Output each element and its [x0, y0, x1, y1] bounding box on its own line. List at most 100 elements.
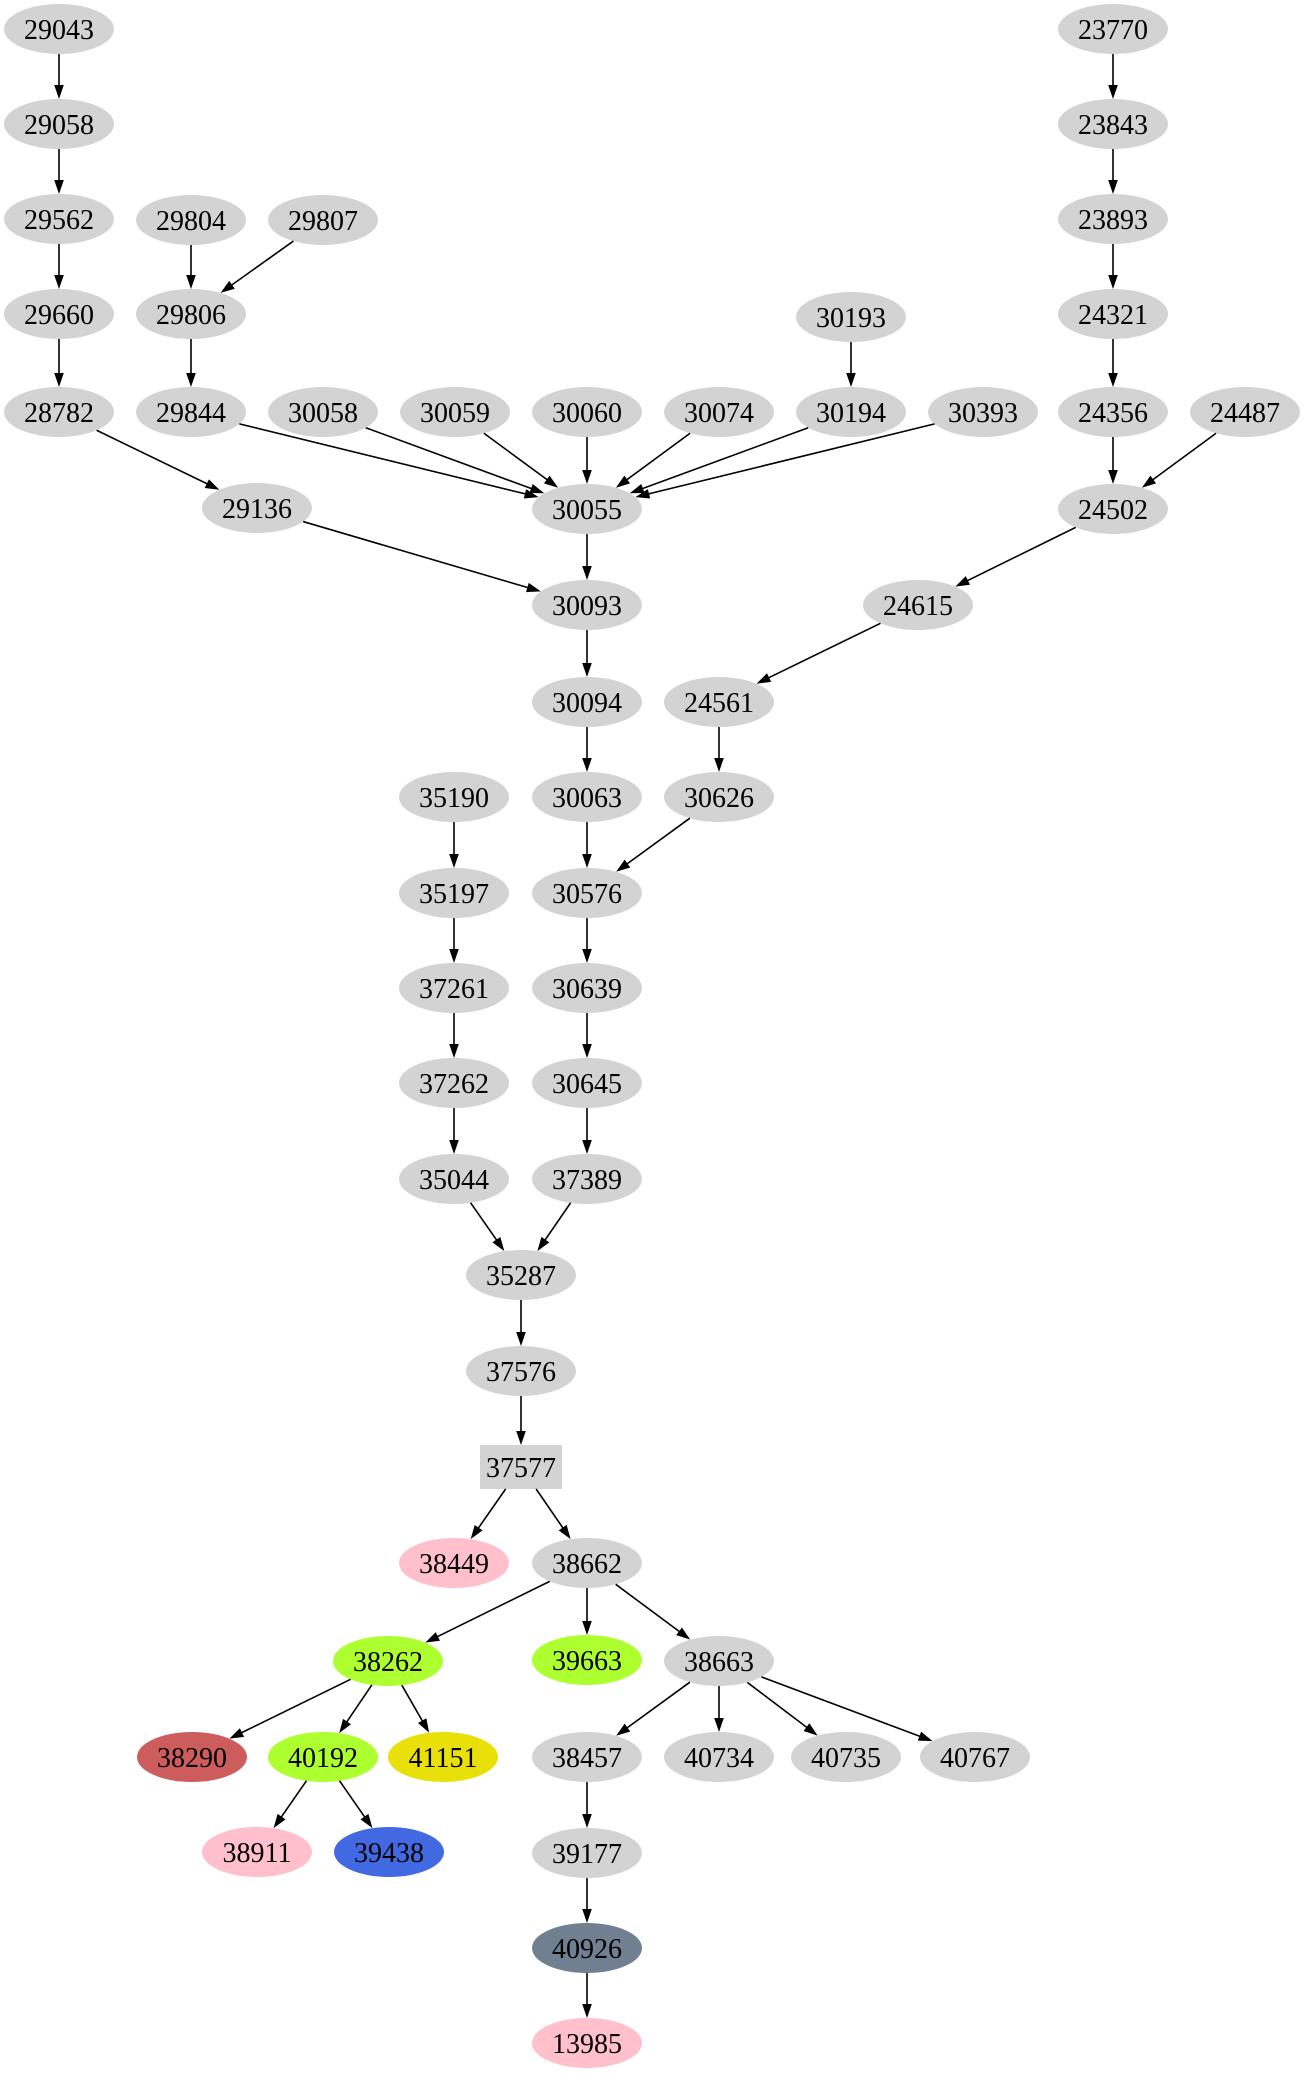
node-label: 40767	[940, 1743, 1010, 1774]
node-label: 37262	[419, 1069, 489, 1100]
edge-arrowhead-icon	[54, 180, 64, 194]
node-label: 35287	[486, 1261, 556, 1292]
node-label: 30194	[816, 398, 886, 429]
edge-30393-30055	[635, 423, 935, 499]
node-ellipse-shape	[4, 289, 114, 339]
node-label: 38662	[552, 1549, 622, 1580]
edge-arrowhead-icon	[54, 275, 64, 289]
edge-29058-29562	[54, 149, 64, 194]
node-37261: 37261	[399, 963, 509, 1013]
edge-40192-39438	[338, 1780, 373, 1829]
edge-arrowhead-icon	[516, 1431, 526, 1445]
node-29043: 29043	[4, 4, 114, 54]
node-label: 13985	[552, 2029, 622, 2060]
node-label: 30059	[420, 398, 490, 429]
edge-arrowhead-icon	[543, 475, 559, 488]
node-label: 29844	[156, 398, 226, 429]
node-ellipse-shape	[532, 1058, 642, 1108]
node-label: 38457	[552, 1743, 622, 1774]
edge-arrowhead-icon	[186, 373, 196, 387]
node-label: 24502	[1078, 495, 1148, 526]
edge-23843-23893	[1108, 149, 1118, 194]
node-label: 29136	[222, 494, 292, 525]
edge-arrowhead-icon	[615, 475, 631, 488]
edge-arrowhead-icon	[516, 1332, 526, 1346]
edge-38262-38290	[229, 1678, 351, 1739]
node-24561: 24561	[664, 677, 774, 727]
edge-30059-30055	[483, 432, 559, 488]
node-label: 30639	[552, 974, 622, 1005]
node-ellipse-shape	[532, 580, 642, 630]
node-28782: 28782	[4, 387, 114, 437]
node-ellipse-shape	[532, 963, 642, 1013]
node-29807: 29807	[268, 195, 378, 245]
edge-arrowhead-icon	[449, 1140, 459, 1154]
edge-37261-37262	[449, 1013, 459, 1058]
node-ellipse-shape	[136, 387, 246, 437]
edge-arrowhead-icon	[635, 489, 651, 499]
node-label: 37261	[419, 974, 489, 1005]
edge-arrowhead-icon	[204, 479, 220, 490]
edge-arrowhead-icon	[54, 85, 64, 99]
edge-arrowhead-icon	[846, 373, 856, 387]
node-29058: 29058	[4, 99, 114, 149]
edge-arrowhead-icon	[582, 663, 592, 677]
node-ellipse-shape	[532, 1538, 642, 1588]
edge-35287-37576	[516, 1300, 526, 1346]
edge-24321-24356	[1108, 339, 1118, 387]
node-30194: 30194	[796, 387, 906, 437]
node-ellipse-shape	[532, 484, 642, 534]
edge-arrowhead-icon	[629, 483, 645, 494]
node-35287: 35287	[466, 1250, 576, 1300]
node-35197: 35197	[399, 868, 509, 918]
node-ellipse-shape	[664, 677, 774, 727]
node-ellipse-shape	[136, 289, 246, 339]
node-label: 24487	[1210, 398, 1280, 429]
node-label: 24615	[883, 591, 953, 622]
node-24321: 24321	[1058, 289, 1168, 339]
edge-arrowhead-icon	[582, 949, 592, 963]
node-30063: 30063	[532, 772, 642, 822]
node-ellipse-shape	[136, 195, 246, 245]
node-30645: 30645	[532, 1058, 642, 1108]
node-label: 37577	[486, 1453, 556, 1484]
edge-30058-30055	[365, 426, 545, 494]
edge-35197-37261	[449, 918, 459, 963]
node-ellipse-shape	[399, 1058, 509, 1108]
node-39663: 39663	[532, 1635, 642, 1685]
node-ellipse-shape	[137, 1732, 247, 1782]
node-ellipse-shape	[4, 194, 114, 244]
edge-line	[96, 429, 209, 486]
node-label: 30393	[948, 398, 1018, 429]
edge-arrowhead-icon	[537, 1236, 550, 1252]
node-30626: 30626	[664, 772, 774, 822]
node-40767: 40767	[920, 1732, 1030, 1782]
edge-arrowhead-icon	[492, 1236, 505, 1252]
edge-line	[640, 426, 809, 490]
node-38457: 38457	[532, 1732, 642, 1782]
node-38290: 38290	[137, 1732, 247, 1782]
node-label: 29043	[24, 15, 94, 46]
edge-line	[401, 1684, 424, 1723]
node-label: 39663	[552, 1646, 622, 1677]
edge-30063-30576	[582, 822, 592, 868]
node-ellipse-shape	[532, 868, 642, 918]
node-ellipse-shape	[1058, 99, 1168, 149]
edge-arrowhead-icon	[756, 673, 772, 684]
edge-line	[279, 1780, 308, 1819]
node-ellipse-shape	[532, 2018, 642, 2068]
edge-30194-30055	[629, 426, 809, 494]
edge-arrowhead-icon	[273, 1813, 286, 1829]
node-ellipse-shape	[268, 387, 378, 437]
node-ellipse-shape	[532, 677, 642, 727]
node-30055: 30055	[532, 484, 642, 534]
edge-29043-29058	[54, 54, 64, 99]
edge-37577-38449	[470, 1488, 507, 1540]
edge-line	[345, 1684, 373, 1724]
node-ellipse-shape	[1058, 4, 1168, 54]
edge-arrowhead-icon	[582, 1044, 592, 1058]
node-label: 40734	[684, 1743, 754, 1774]
edge-arrowhead-icon	[582, 1140, 592, 1154]
node-ellipse-shape	[4, 4, 114, 54]
